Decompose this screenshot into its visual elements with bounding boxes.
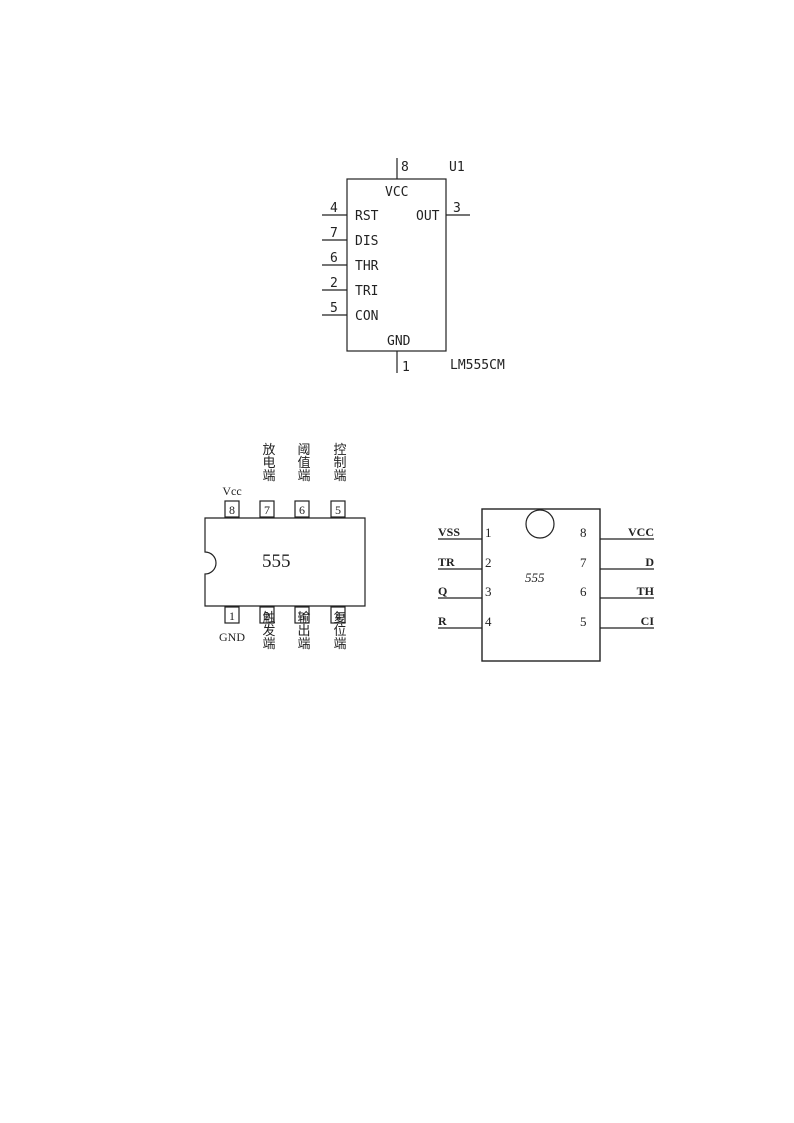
dip-pin-label: 阈值端 xyxy=(295,443,311,482)
soic-package: 555 VSS TR Q R 1 2 3 4 VCC D TH CI 8 7 6… xyxy=(438,508,655,662)
soic-pin-label: VSS xyxy=(438,525,460,539)
soic-pin-label: TR xyxy=(438,555,455,569)
soic-pin-number: 6 xyxy=(580,584,587,599)
schematic-bottom-pin-number: 1 xyxy=(402,360,410,375)
dip-pin-label: GND xyxy=(219,630,245,644)
dip-pin-number: 6 xyxy=(299,503,305,517)
dip-pin-label: 触发端 xyxy=(260,611,276,650)
soic-pin-number: 7 xyxy=(580,555,587,570)
dip-pin-number: 8 xyxy=(229,503,235,517)
dip-pin-box xyxy=(259,606,275,624)
schematic-top-pin-number: 8 xyxy=(401,160,409,175)
dip-pin-box xyxy=(224,500,240,518)
soic-pin-label: TH xyxy=(637,584,655,598)
soic-pin-label: VCC xyxy=(628,525,654,539)
dip-pin-number: 3 xyxy=(299,609,305,623)
dip-pin-label: 复位端 xyxy=(331,611,347,650)
schematic-part-name: LM555CM xyxy=(450,358,505,373)
dip-pin-box xyxy=(330,606,346,624)
schematic-left-pin-number: 6 xyxy=(330,251,338,266)
dip-body xyxy=(204,517,366,607)
soic-pin-label: Q xyxy=(438,584,447,598)
soic-notch xyxy=(525,509,555,539)
soic-pin-number: 5 xyxy=(580,614,587,629)
dip-pin-label: 输出端 xyxy=(295,610,311,650)
dip-pin-box xyxy=(294,500,310,518)
dip-pin-number: 4 xyxy=(335,609,341,623)
dip-pin-box xyxy=(259,500,275,518)
soic-pin-number: 3 xyxy=(485,584,492,599)
schematic-bottom-label: GND xyxy=(387,334,411,349)
schematic-top-label: VCC xyxy=(385,185,408,200)
dip-package: 555 8 7 6 5 Vcc 放电端 阈值端 控制端 1 2 3 4 GND … xyxy=(204,443,366,650)
schematic-right-pin-number: 3 xyxy=(453,201,461,216)
dip-chip-label: 555 xyxy=(262,551,291,572)
schematic-left-pin-label: DIS xyxy=(355,234,378,249)
dip-pin-number: 5 xyxy=(335,503,341,517)
schematic-left-pin-label: RST xyxy=(355,209,379,224)
schematic-left-pin-number: 4 xyxy=(330,201,338,216)
schematic-left-pin-label: THR xyxy=(355,259,379,274)
dip-pin-box xyxy=(294,606,310,624)
schematic-left-pin-number: 5 xyxy=(330,301,338,316)
dip-pin-number: 7 xyxy=(264,503,270,517)
dip-pin-number: 1 xyxy=(229,609,235,623)
soic-pin-label: R xyxy=(438,614,447,628)
soic-pin-label: CI xyxy=(641,614,655,628)
schematic-left-pin-label: CON xyxy=(355,309,378,324)
schematic-left-pin-label: TRI xyxy=(355,284,378,299)
dip-pin-label: 放电端 xyxy=(260,443,276,482)
schematic-left-pin-number: 2 xyxy=(330,276,338,291)
dip-pin-box xyxy=(330,500,346,518)
soic-pin-number: 2 xyxy=(485,555,492,570)
soic-pin-label: D xyxy=(645,555,654,569)
dip-pin-box xyxy=(224,606,240,624)
soic-pin-number: 4 xyxy=(485,614,492,629)
soic-pin-number: 1 xyxy=(485,525,492,540)
soic-chip-label: 555 xyxy=(525,570,545,585)
soic-body xyxy=(481,508,601,662)
schematic-right-pin-label: OUT xyxy=(416,209,440,224)
dip-pin-label: Vcc xyxy=(222,484,241,498)
dip-pin-label: 控制端 xyxy=(331,443,347,482)
soic-pin-number: 8 xyxy=(580,525,587,540)
dip-pin-number: 2 xyxy=(264,609,270,623)
schematic-left-pin-number: 7 xyxy=(330,226,338,241)
schematic-symbol: 8 U1 VCC 1 GND LM555CM OUT 3 4 RST 7 DIS… xyxy=(322,158,505,375)
schematic-ref: U1 xyxy=(449,160,465,175)
